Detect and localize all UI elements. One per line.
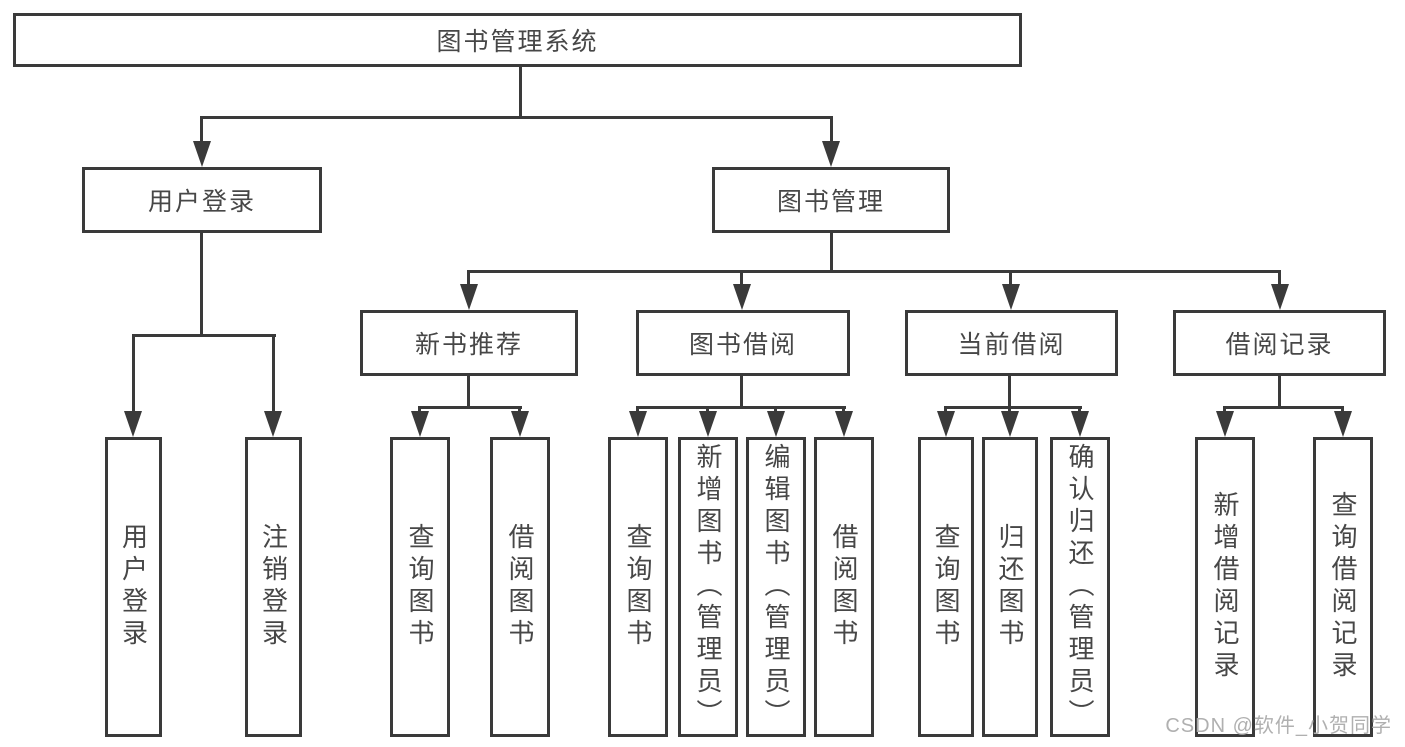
- leaf-logout-label: 注销登录: [258, 523, 289, 651]
- arrowhead-records-add: [1216, 411, 1234, 437]
- node-book-manage: 图书管理: [712, 167, 950, 233]
- connector-manage-drop-2: [740, 270, 743, 288]
- connector-manage-stem: [830, 233, 833, 272]
- leaf-newbook-borrow-label: 借阅图书: [505, 523, 535, 651]
- connector-current-stem: [1008, 376, 1011, 408]
- leaf-logout: 注销登录: [245, 437, 302, 737]
- arrowhead-borrow-query: [629, 411, 647, 437]
- connector-root-drop-right: [830, 116, 833, 144]
- leaf-records-add-label: 新增借阅记录: [1210, 491, 1240, 683]
- leaf-borrow-add-admin-label: 新增图书（管理员）: [693, 443, 723, 731]
- arrowhead-current-return: [1001, 411, 1019, 437]
- node-book-borrow-label: 图书借阅: [688, 331, 797, 359]
- node-new-books: 新书推荐: [360, 310, 578, 376]
- leaf-current-return-label: 归还图书: [995, 523, 1025, 651]
- leaf-current-query-label: 查询图书: [931, 523, 961, 651]
- connector-login-drop-1: [132, 334, 135, 414]
- arrowhead-borrow-add: [699, 411, 717, 437]
- watermark: CSDN @软件_小贺同学: [1165, 715, 1392, 737]
- node-user-login: 用户登录: [82, 167, 322, 233]
- node-root-label: 图书管理系统: [436, 28, 599, 56]
- connector-current-bar: [944, 406, 1082, 409]
- connector-newbook-bar: [418, 406, 522, 409]
- node-current-borrow: 当前借阅: [905, 310, 1118, 376]
- arrowhead-borrow-book: [835, 411, 853, 437]
- connector-manage-drop-4: [1278, 270, 1281, 288]
- arrowhead-user-login: [193, 141, 211, 167]
- connector-borrow-stem: [740, 376, 743, 408]
- arrowhead-leaf-logout: [264, 411, 282, 437]
- node-root: 图书管理系统: [13, 13, 1022, 67]
- leaf-current-confirm-admin-label: 确认归还（管理员）: [1065, 443, 1095, 731]
- node-current-borrow-label: 当前借阅: [957, 331, 1066, 359]
- leaf-borrow-book-label: 借阅图书: [829, 523, 859, 651]
- arrowhead-newbook-borrow: [511, 411, 529, 437]
- connector-login-bar: [132, 334, 276, 337]
- connector-manage-drop-1: [467, 270, 470, 288]
- connector-root-bar: [200, 116, 833, 119]
- leaf-borrow-book: 借阅图书: [814, 437, 874, 737]
- arrowhead-leaf-user-login: [124, 411, 142, 437]
- arrowhead-book-borrow: [733, 284, 751, 310]
- leaf-user-login-label: 用户登录: [118, 523, 149, 651]
- node-new-books-label: 新书推荐: [414, 331, 523, 359]
- connector-root-stem: [519, 67, 522, 118]
- node-borrow-records-label: 借阅记录: [1225, 331, 1334, 359]
- leaf-borrow-edit-admin-label: 编辑图书（管理员）: [761, 443, 791, 731]
- node-user-login-label: 用户登录: [147, 188, 256, 216]
- leaf-current-confirm-admin: 确认归还（管理员）: [1050, 437, 1110, 737]
- connector-login-stem: [200, 233, 203, 336]
- arrowhead-current-query: [937, 411, 955, 437]
- arrowhead-borrow-edit: [767, 411, 785, 437]
- connector-login-drop-2: [272, 334, 275, 414]
- leaf-records-query: 查询借阅记录: [1313, 437, 1373, 737]
- leaf-current-return: 归还图书: [982, 437, 1038, 737]
- node-book-borrow: 图书借阅: [636, 310, 850, 376]
- connector-manage-bar: [467, 270, 1281, 273]
- connector-records-stem: [1278, 376, 1281, 408]
- arrowhead-new-books: [460, 284, 478, 310]
- arrowhead-records-query: [1334, 411, 1352, 437]
- leaf-borrow-edit-admin: 编辑图书（管理员）: [746, 437, 806, 737]
- connector-records-bar: [1223, 406, 1344, 409]
- leaf-borrow-query: 查询图书: [608, 437, 668, 737]
- leaf-borrow-add-admin: 新增图书（管理员）: [678, 437, 738, 737]
- arrowhead-current-borrow: [1002, 284, 1020, 310]
- leaf-records-add: 新增借阅记录: [1195, 437, 1255, 737]
- node-borrow-records: 借阅记录: [1173, 310, 1386, 376]
- leaf-records-query-label: 查询借阅记录: [1328, 491, 1358, 683]
- leaf-newbook-borrow: 借阅图书: [490, 437, 550, 737]
- arrowhead-current-confirm: [1071, 411, 1089, 437]
- leaf-borrow-query-label: 查询图书: [623, 523, 653, 651]
- leaf-current-query: 查询图书: [918, 437, 974, 737]
- arrowhead-borrow-records: [1271, 284, 1289, 310]
- connector-root-drop-left: [200, 116, 203, 144]
- connector-borrow-bar: [636, 406, 846, 409]
- leaf-newbook-query: 查询图书: [390, 437, 450, 737]
- leaf-user-login: 用户登录: [105, 437, 162, 737]
- arrowhead-newbook-query: [411, 411, 429, 437]
- leaf-newbook-query-label: 查询图书: [405, 523, 435, 651]
- connector-manage-drop-3: [1009, 270, 1012, 288]
- node-book-manage-label: 图书管理: [776, 188, 885, 216]
- connector-newbook-stem: [467, 376, 470, 408]
- arrowhead-book-manage: [822, 141, 840, 167]
